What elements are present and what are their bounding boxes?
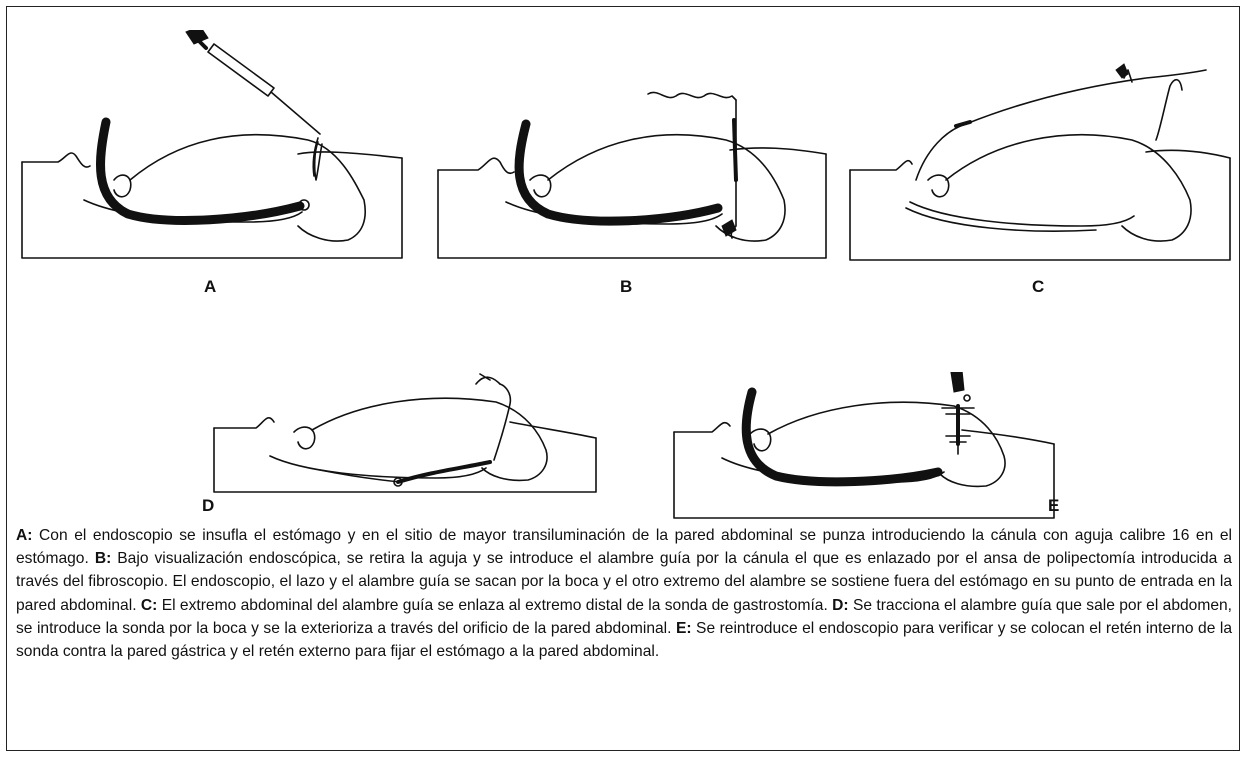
panel-b: B bbox=[430, 30, 830, 270]
caption-label-a: A: bbox=[16, 527, 32, 544]
panel-d: D bbox=[200, 372, 600, 500]
caption-label-e: E: bbox=[676, 620, 692, 637]
panel-a-label: A bbox=[204, 277, 216, 297]
caption-label-d: D: bbox=[832, 597, 848, 614]
panel-a-drawing bbox=[18, 30, 418, 270]
caption-label-c: C: bbox=[141, 597, 157, 614]
panel-a: A bbox=[18, 30, 418, 270]
panel-e-label: E bbox=[1048, 496, 1059, 516]
caption-label-b: B: bbox=[95, 550, 111, 567]
panel-e: E bbox=[662, 372, 1062, 522]
panel-c-label: C bbox=[1032, 277, 1044, 297]
panel-d-label: D bbox=[202, 496, 214, 516]
caption-text-c: El extremo abdominal del alambre guía se… bbox=[157, 597, 832, 614]
panel-d-drawing bbox=[200, 372, 600, 500]
panel-c-drawing bbox=[846, 30, 1236, 270]
panel-c: C bbox=[846, 30, 1236, 270]
panel-b-label: B bbox=[620, 277, 632, 297]
panel-e-drawing bbox=[662, 372, 1062, 522]
figure-caption: A: Con el endoscopio se insufla el estóm… bbox=[16, 524, 1232, 663]
panel-b-drawing bbox=[430, 30, 830, 270]
